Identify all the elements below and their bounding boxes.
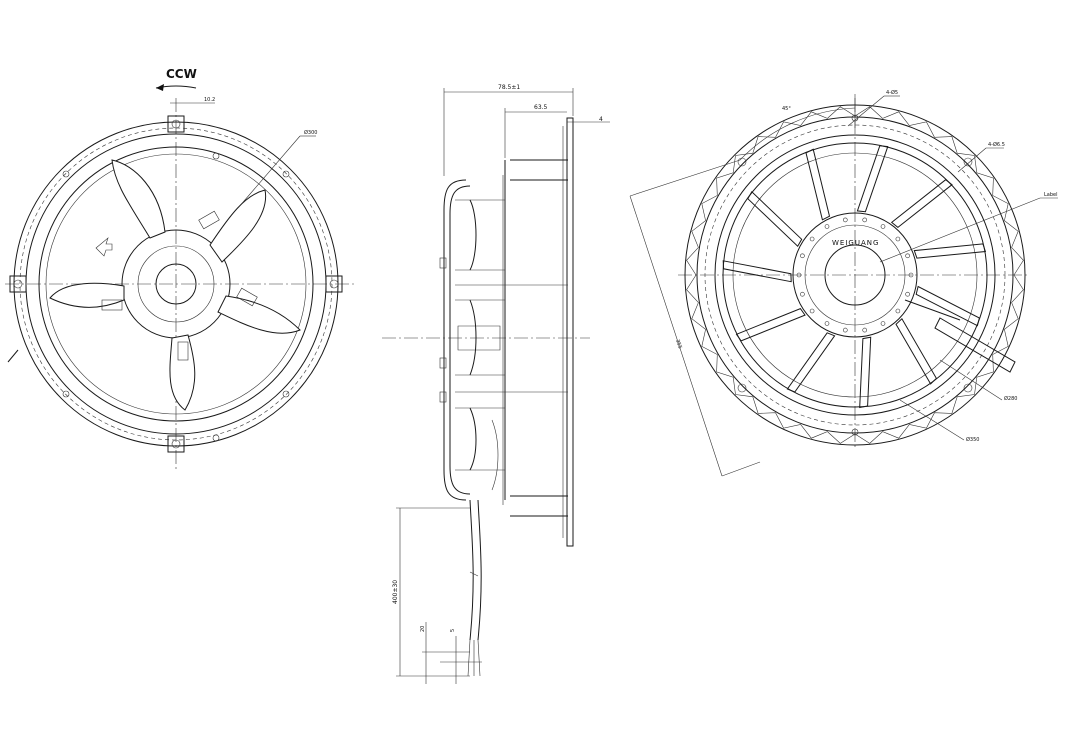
hub-dot: [880, 321, 886, 326]
spoke: [805, 148, 831, 221]
hub-dot: [842, 327, 848, 333]
hub-dot: [809, 236, 815, 242]
hub-dot: [842, 217, 848, 223]
depth-total-dim: 78.5±1: [498, 84, 520, 91]
rear-view: WEIGUANG 355 45° 4-Ø5 4-Ø6.5 Label Ø280: [629, 89, 1058, 477]
hub-dot: [824, 224, 830, 229]
label-tag: Label: [1044, 192, 1058, 198]
hub-dot: [796, 272, 802, 278]
dia-front-dim: Ø300: [304, 129, 317, 136]
spoke: [859, 336, 872, 409]
front-view: CCW 10.2 Ø300: [5, 67, 355, 470]
angle-dim: 45°: [782, 106, 791, 112]
hub-dot: [880, 224, 886, 229]
spoke: [747, 191, 803, 247]
spoke: [856, 145, 889, 213]
hub-dots: [796, 217, 914, 333]
spoke: [913, 243, 987, 259]
hub-dot: [905, 291, 910, 297]
cable-length-dim: 400±30: [392, 580, 399, 604]
spoke: [890, 179, 953, 229]
depth-inner-dim: 63.5: [534, 104, 548, 111]
side-view: 78.5±1 63.5 4 400±30 20 5: [382, 84, 610, 684]
hole-top-dim: 4-Ø5: [886, 89, 898, 96]
hub-dot: [862, 217, 868, 223]
hub-dot: [809, 308, 815, 314]
strip-small-dim: 5: [450, 629, 456, 632]
strip-length-dim: 20: [420, 626, 426, 632]
flange-thickness-dim: 4: [599, 116, 603, 123]
diagonal-dim: 355: [674, 339, 683, 350]
spoke: [722, 260, 792, 283]
hub-dot: [908, 272, 914, 278]
width-front-dim: 10.2: [204, 97, 215, 103]
rotation-label: CCW: [166, 67, 197, 81]
hub-dot: [862, 327, 868, 333]
hub-dot: [824, 321, 830, 326]
spoke: [895, 318, 938, 385]
hub-dot: [800, 253, 805, 259]
hub-dot: [895, 236, 901, 242]
dia-inner-dim: Ø280: [1004, 395, 1017, 402]
spoke: [786, 332, 836, 393]
spokes: [722, 145, 987, 409]
hub-dot: [800, 291, 805, 297]
hole-side-dim: 4-Ø6.5: [988, 141, 1005, 148]
spoke: [915, 285, 980, 327]
spoke: [735, 307, 806, 342]
brand-label: WEIGUANG: [832, 239, 879, 247]
hub-dot: [905, 253, 910, 259]
hub-dot: [895, 308, 901, 314]
dia-outer-dim: Ø350: [966, 436, 979, 443]
